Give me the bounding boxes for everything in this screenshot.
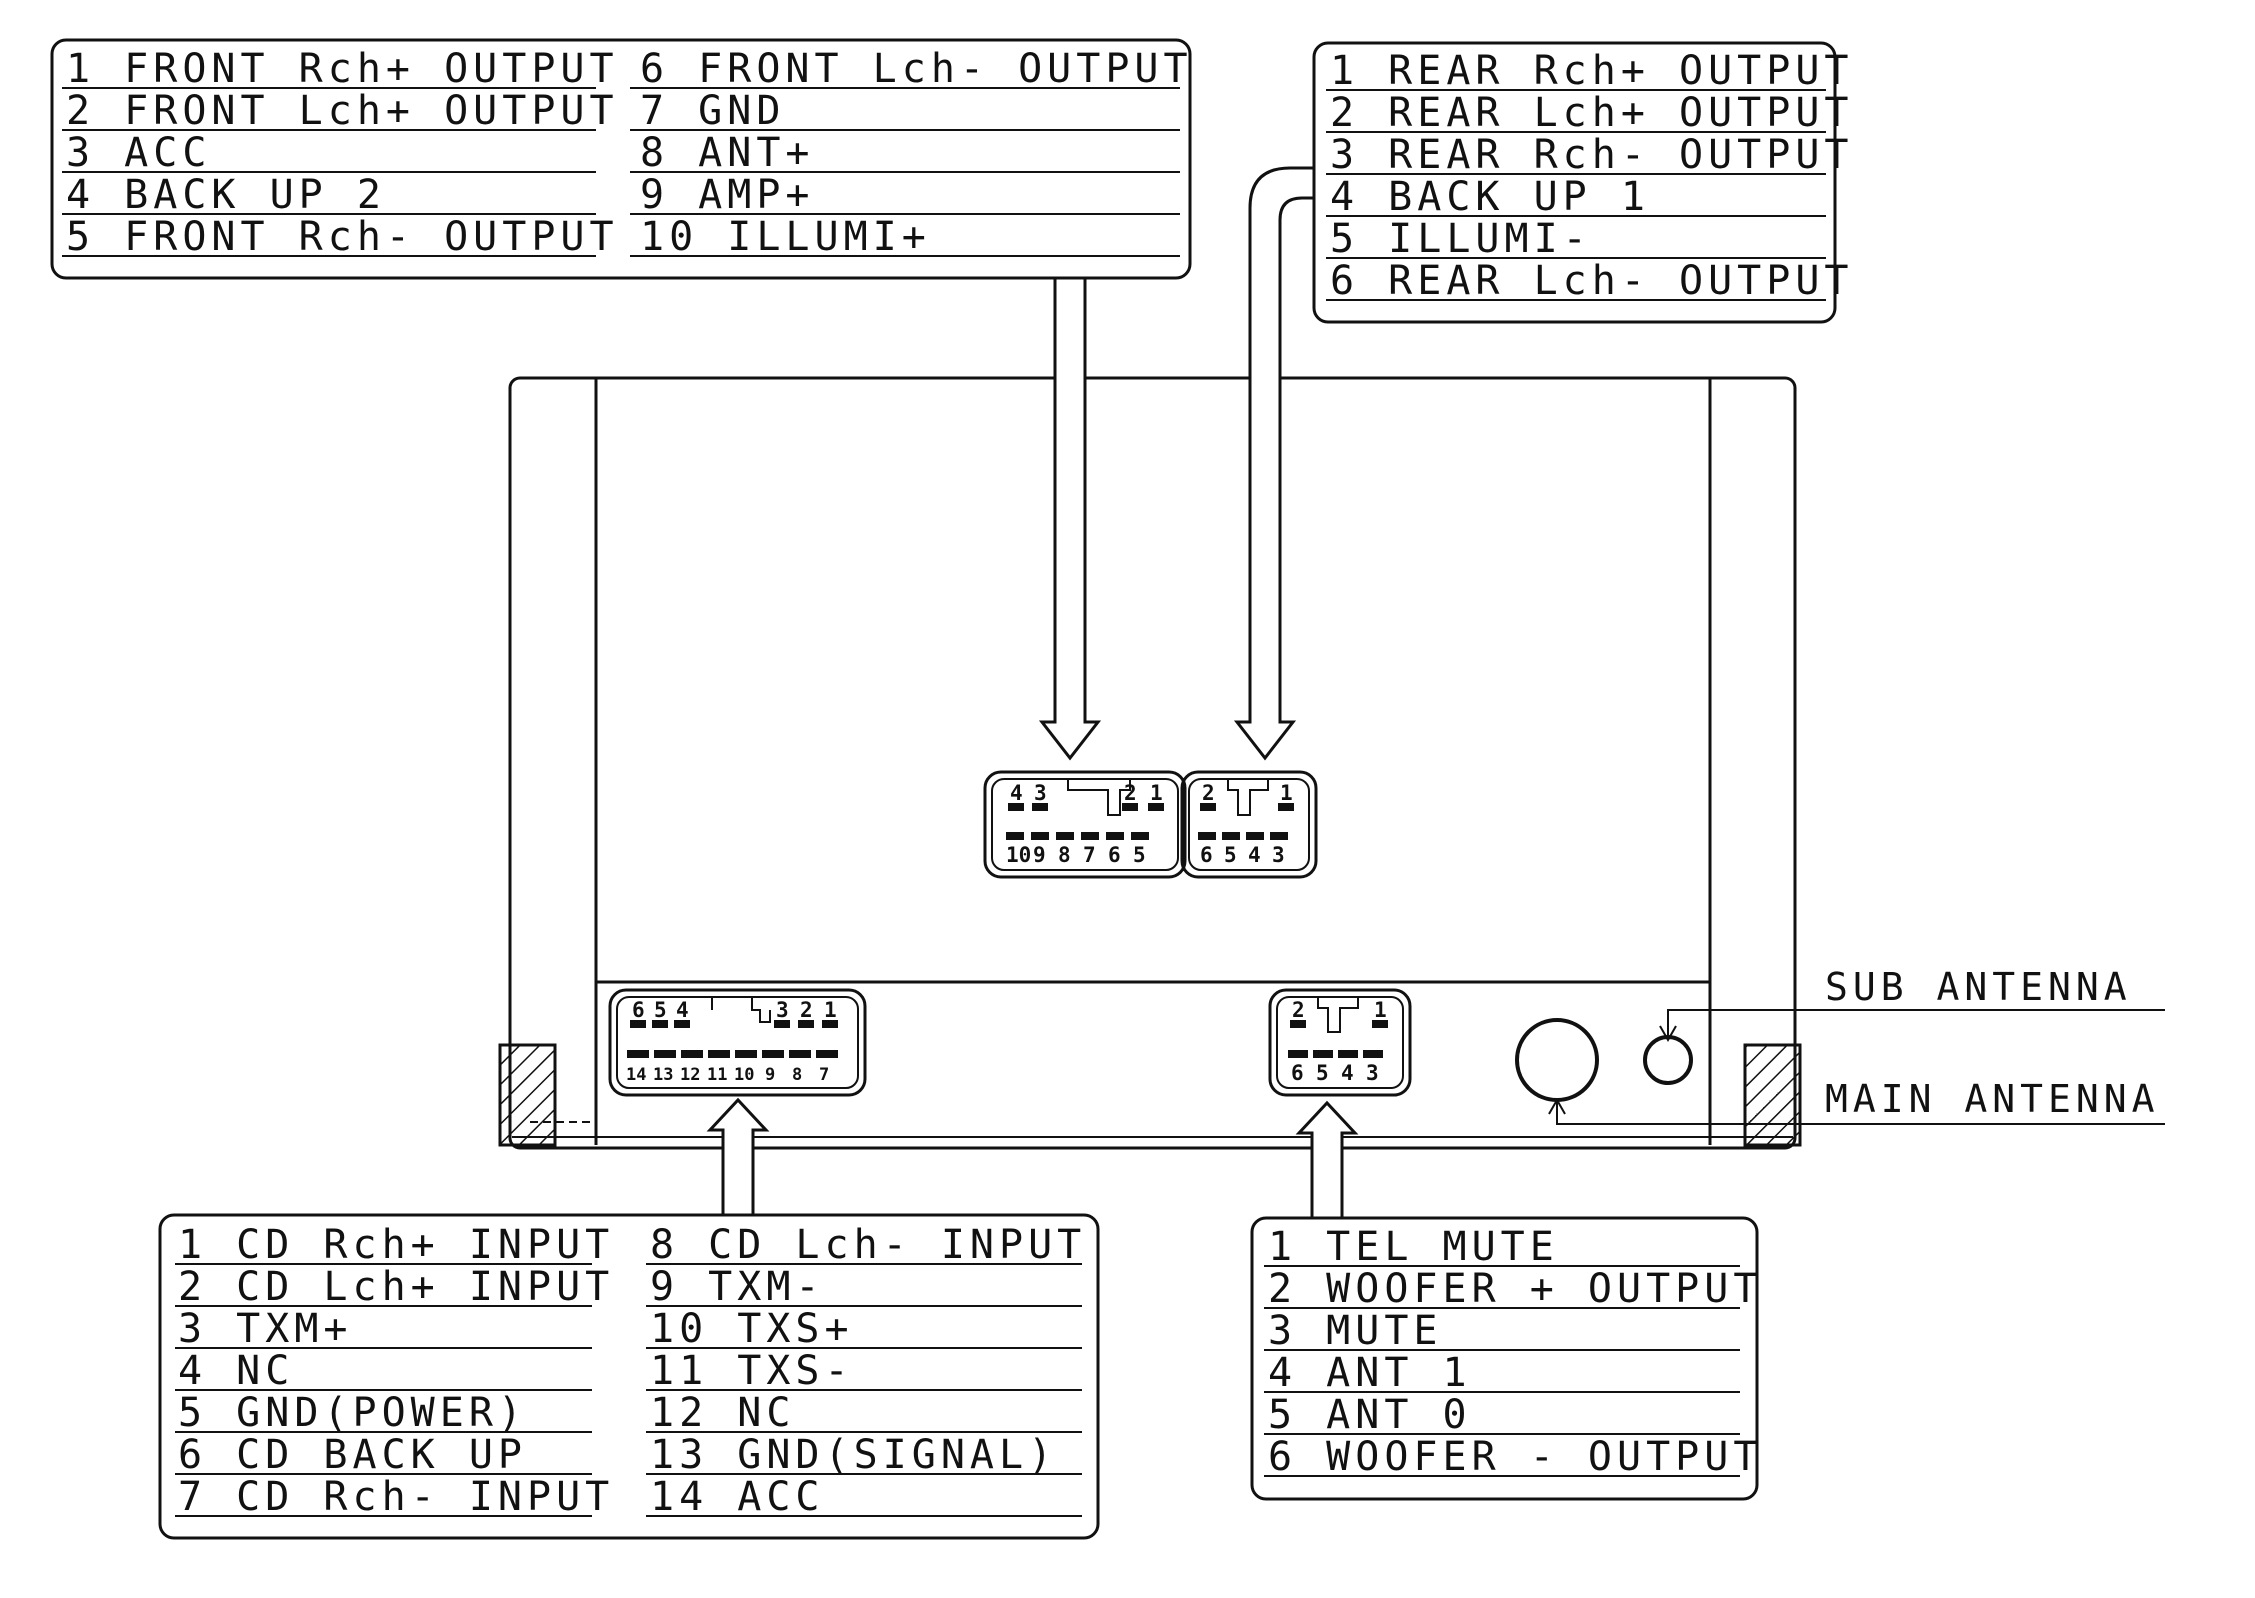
pin-label: 10 ILLUMI+ [640,214,931,260]
pin-number: 10 [734,1065,754,1085]
pin-label: 7 GND [640,88,785,134]
left-bracket-hatch [498,1043,557,1147]
pin-label: 2 WOOFER + OUTPUT [1268,1266,1762,1312]
pin-label: 4 BACK UP 1 [1330,174,1650,220]
pin-label: 14 ACC [650,1474,825,1520]
arrow-aux-pins-to-6pin [1295,1100,1359,1220]
pin-label: 5 GND(POWER) [178,1390,527,1436]
pin-label: 11 TXS- [650,1348,854,1394]
connector-14pin: 6 5 4 3 2 1 14 13 12 11 10 9 8 7 [608,988,867,1097]
pin-label: 9 AMP+ [640,172,815,218]
pin-label: 6 FRONT Lch- OUTPUT [640,46,1193,92]
pin-number: 13 [653,1065,673,1085]
pin-number: 1 [1280,781,1293,805]
panel-cd-pins: 1 CD Rch+ INPUT 2 CD Lch+ INPUT 3 TXM+ 4… [158,1213,1100,1540]
main-antenna-jack [1515,1018,1599,1102]
pin-number: 3 [1366,1061,1379,1085]
pin-number: 2 [1292,998,1305,1022]
sub-antenna-label: SUB ANTENNA [1825,965,2132,1009]
pin-number: 8 [1058,843,1071,867]
pin-number: 12 [680,1065,700,1085]
pin-label: 5 FRONT Rch- OUTPUT [66,214,619,260]
pin-number: 2 [1124,781,1137,805]
sub-antenna-jack [1643,1035,1693,1085]
pin-number: 2 [800,998,813,1022]
pin-number: 1 [824,998,837,1022]
pin-number: 9 [765,1065,775,1085]
pin-number: 5 [654,998,667,1022]
pin-label: 3 REAR Rch- OUTPUT [1330,132,1853,178]
pin-label: 7 CD Rch- INPUT [178,1474,614,1520]
main-antenna-leader [1556,1100,2165,1125]
sub-antenna-arrowhead [1659,1025,1677,1043]
pin-label: 4 BACK UP 2 [66,172,386,218]
sub-antenna-leader [1667,1009,2165,1040]
connector-6pin-aux: 2 1 6 5 4 3 [1268,988,1412,1097]
panel-front-pins: 1 FRONT Rch+ OUTPUT 2 FRONT Lch+ OUTPUT … [50,38,1193,280]
pin-number: 6 [1108,843,1121,867]
pin-label: 5 ILLUMI- [1330,216,1592,262]
pin-label: 1 FRONT Rch+ OUTPUT [66,46,619,92]
pin-number: 3 [1034,781,1047,805]
pin-number: 5 [1316,1061,1329,1085]
connector-6pin-rear: 2 1 6 5 4 3 [1180,770,1318,879]
main-antenna-arrowhead [1548,1097,1566,1115]
pin-number: 4 [1341,1061,1354,1085]
pin-number: 5 [1224,843,1237,867]
arrow-cd-pins-to-14pin [706,1097,770,1217]
pin-number: 3 [776,998,789,1022]
pin-number: 9 [1033,843,1046,867]
pin-label: 1 REAR Rch+ OUTPUT [1330,48,1853,94]
pin-number: 10 [1006,843,1031,867]
pin-label: 2 FRONT Lch+ OUTPUT [66,88,619,134]
pin-label: 1 CD Rch+ INPUT [178,1222,614,1268]
pin-label: 2 CD Lch+ INPUT [178,1264,614,1310]
pin-label: 6 CD BACK UP [178,1432,527,1478]
head-unit-body [508,376,1797,1150]
pin-number: 2 [1202,781,1215,805]
pin-label: 4 NC [178,1348,294,1394]
pin-label: 1 TEL MUTE [1268,1224,1559,1270]
panel-rear-pins: 1 REAR Rch+ OUTPUT 2 REAR Lch+ OUTPUT 3 … [1312,41,1853,324]
pin-number: 14 [626,1065,646,1085]
pin-number: 4 [676,998,689,1022]
arrow-rear-pins-to-6pin [1233,166,1316,761]
pin-label: 3 MUTE [1268,1308,1443,1354]
pin-number: 4 [1248,843,1261,867]
pin-number: 7 [819,1065,829,1085]
pin-number: 1 [1374,998,1387,1022]
pin-label: 12 NC [650,1390,795,1436]
pin-label: 6 REAR Lch- OUTPUT [1330,258,1853,304]
pin-number: 5 [1133,843,1146,867]
pin-number: 6 [1200,843,1213,867]
pin-label: 5 ANT 0 [1268,1392,1472,1438]
pin-label: 10 TXS+ [650,1306,854,1352]
pin-label: 9 TXM- [650,1264,825,1310]
main-antenna-label: MAIN ANTENNA [1825,1077,2160,1121]
pin-number: 4 [1010,781,1023,805]
pin-label: 8 CD Lch- INPUT [650,1222,1086,1268]
pin-number: 6 [632,998,645,1022]
pin-number: 6 [1291,1061,1304,1085]
pin-label: 13 GND(SIGNAL) [650,1432,1057,1478]
pin-label: 3 TXM+ [178,1306,353,1352]
pin-label: 8 ANT+ [640,130,815,176]
pin-number: 1 [1150,781,1163,805]
pin-label: 6 WOOFER - OUTPUT [1268,1434,1762,1480]
panel-aux-pins: 1 TEL MUTE 2 WOOFER + OUTPUT 3 MUTE 4 AN… [1250,1216,1762,1501]
pin-number: 7 [1083,843,1096,867]
pin-number: 8 [792,1065,802,1085]
pin-label: 4 ANT 1 [1268,1350,1472,1396]
pin-label: 2 REAR Lch+ OUTPUT [1330,90,1853,136]
arrow-front-pins-to-10pin [1038,276,1102,761]
pin-number: 3 [1272,843,1285,867]
pin-number: 11 [707,1065,727,1085]
right-bracket-hatch [1743,1043,1802,1147]
pin-label: 3 ACC [66,130,211,176]
connector-10pin: 4 3 2 1 10 9 8 7 6 5 [983,770,1187,879]
